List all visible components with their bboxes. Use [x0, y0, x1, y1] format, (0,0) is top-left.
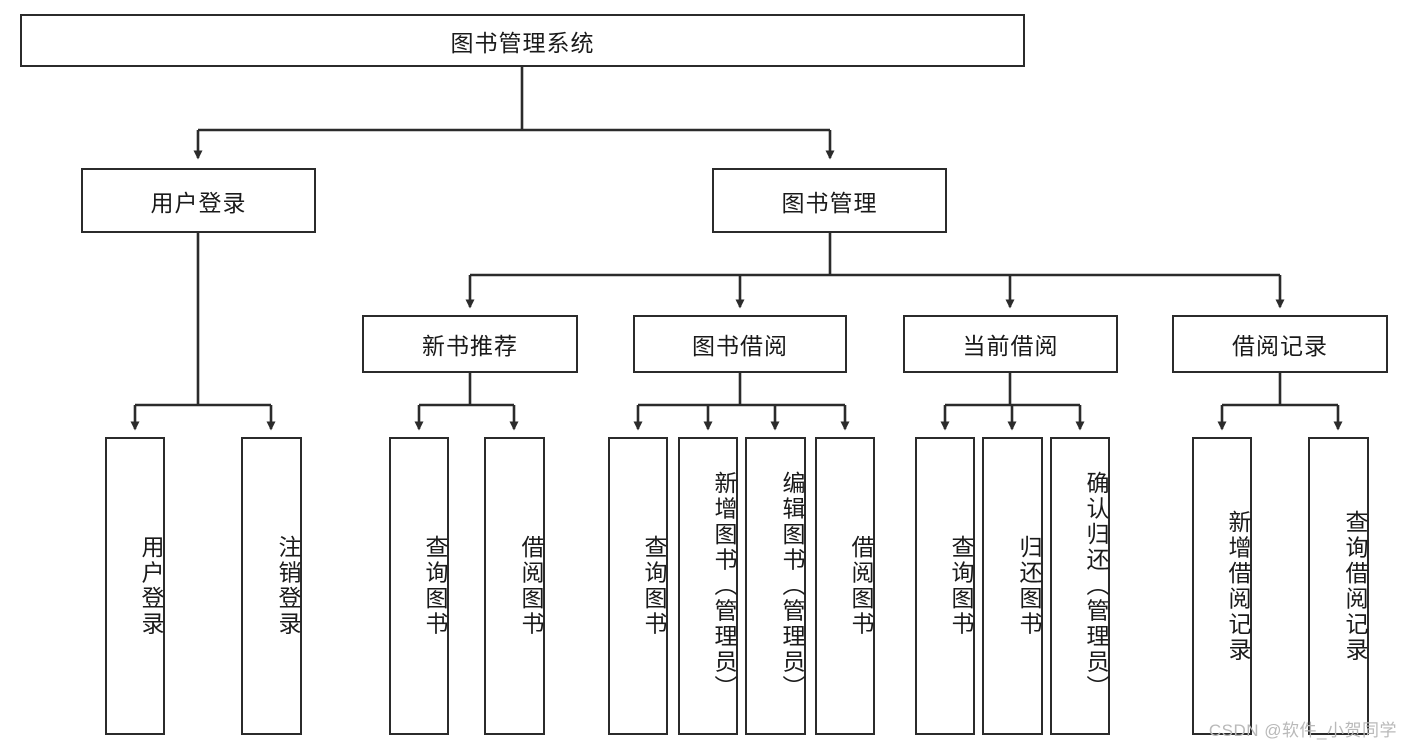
leaf-return-books[interactable]: 归还图书: [982, 437, 1043, 735]
leaf-borrow-books-new[interactable]: 借阅图书: [484, 437, 545, 735]
node-book-management[interactable]: 图书管理: [712, 168, 947, 233]
leaf-return-books-label: 归还图书: [1016, 535, 1042, 637]
leaf-search-books-new-label: 查询图书: [422, 535, 448, 637]
leaf-borrow-books-label: 借阅图书: [848, 535, 874, 637]
node-borrow-records[interactable]: 借阅记录: [1172, 315, 1388, 373]
leaf-logout-label: 注销登录: [275, 535, 301, 637]
leaf-borrow-books[interactable]: 借阅图书: [815, 437, 875, 735]
leaf-user-login-label: 用户登录: [138, 535, 164, 637]
leaf-add-book-admin[interactable]: 新增图书（管理员）: [678, 437, 738, 735]
leaf-add-borrow-record[interactable]: 新增借阅记录: [1192, 437, 1252, 735]
leaf-search-books-new[interactable]: 查询图书: [389, 437, 449, 735]
node-borrow-records-label: 借阅记录: [1232, 333, 1328, 359]
node-new-book-recommend[interactable]: 新书推荐: [362, 315, 578, 373]
leaf-logout[interactable]: 注销登录: [241, 437, 302, 735]
node-new-book-recommend-label: 新书推荐: [422, 333, 518, 359]
leaf-add-book-admin-label: 新增图书（管理员）: [711, 471, 737, 701]
leaf-edit-book-admin-label: 编辑图书（管理员）: [779, 471, 805, 701]
leaf-search-books-current[interactable]: 查询图书: [915, 437, 975, 735]
leaf-search-books-borrow-label: 查询图书: [641, 535, 667, 637]
leaf-search-books-current-label: 查询图书: [948, 535, 974, 637]
leaf-user-login[interactable]: 用户登录: [105, 437, 165, 735]
leaf-search-books-borrow[interactable]: 查询图书: [608, 437, 668, 735]
watermark: CSDN @软件_小贺同学: [1208, 721, 1397, 740]
node-current-borrow[interactable]: 当前借阅: [903, 315, 1118, 373]
leaf-search-borrow-record[interactable]: 查询借阅记录: [1308, 437, 1369, 735]
node-current-borrow-label: 当前借阅: [962, 333, 1059, 359]
leaf-confirm-return-admin[interactable]: 确认归还（管理员）: [1050, 437, 1110, 735]
leaf-borrow-books-new-label: 借阅图书: [518, 535, 544, 637]
leaf-search-borrow-record-label: 查询借阅记录: [1342, 509, 1368, 663]
node-book-management-label: 图书管理: [781, 189, 878, 216]
leaf-add-borrow-record-label: 新增借阅记录: [1225, 509, 1251, 663]
node-user-login-label: 用户登录: [150, 189, 247, 216]
leaf-confirm-return-admin-label: 确认归还（管理员）: [1083, 471, 1109, 701]
node-book-borrow[interactable]: 图书借阅: [633, 315, 847, 373]
node-root-label: 图书管理系统: [450, 29, 595, 56]
leaf-edit-book-admin[interactable]: 编辑图书（管理员）: [745, 437, 806, 735]
node-root[interactable]: 图书管理系统: [20, 14, 1025, 67]
node-book-borrow-label: 图书借阅: [692, 333, 788, 359]
node-user-login[interactable]: 用户登录: [81, 168, 316, 233]
